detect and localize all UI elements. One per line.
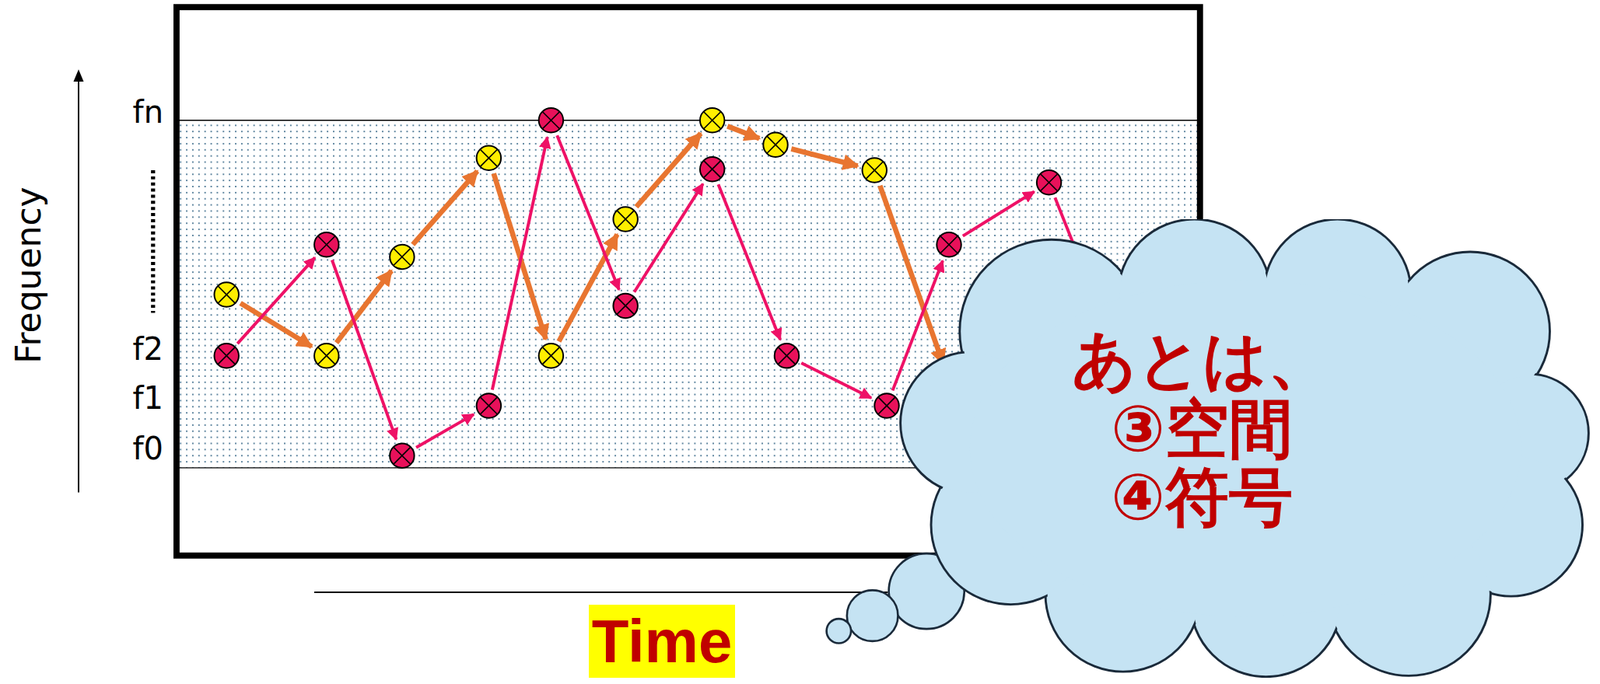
hop-arrow <box>717 184 781 340</box>
carrier-symbol <box>539 108 564 133</box>
frequency-tick: f1 <box>132 382 164 414</box>
hop-arrow <box>416 414 474 449</box>
hop-arrow <box>556 135 620 291</box>
axis-label: Time <box>588 605 736 679</box>
carrier-symbol <box>1036 170 1061 195</box>
carrier-symbol <box>389 245 414 270</box>
carrier-symbol <box>314 343 339 368</box>
hop-arrow <box>727 126 760 139</box>
carrier-symbol <box>476 393 501 418</box>
hop-arrow <box>801 363 872 399</box>
carrier-symbol <box>700 157 725 182</box>
carrier-symbol <box>874 393 899 418</box>
hop-arrow <box>558 234 617 343</box>
thought-cloud: あとは、 ③空間 ④符号 <box>898 219 1591 679</box>
hop-arrow <box>962 192 1035 237</box>
hop-arrow <box>240 303 312 347</box>
hop-arrow <box>332 260 397 441</box>
carrier-symbol <box>774 343 799 368</box>
hop-arrow <box>237 257 316 344</box>
carrier-symbol <box>612 294 638 319</box>
carrier-symbol <box>763 132 788 157</box>
carrier-symbol <box>862 157 887 183</box>
hop-arrow <box>336 270 393 344</box>
hop-arrow <box>879 185 943 365</box>
frequency-tick: f2 <box>132 333 164 365</box>
axis-label: Frequency <box>11 186 46 364</box>
frequency-tick: fn <box>133 96 164 128</box>
callout-text: あとは、 ③空間 ④符号 <box>1054 325 1348 533</box>
carrier-symbol <box>476 146 501 171</box>
carrier-symbol <box>612 206 638 232</box>
carrier-symbol <box>539 343 564 368</box>
hop-arrow <box>493 173 547 340</box>
carrier-symbol <box>700 108 725 133</box>
carrier-symbol <box>213 282 239 307</box>
carrier-symbol <box>213 343 239 368</box>
frequency-tick: f0 <box>132 433 164 465</box>
hop-arrow <box>413 171 478 246</box>
hop-arrow <box>636 133 701 208</box>
hop-arrow <box>633 184 703 293</box>
hop-arrow <box>791 148 858 166</box>
carrier-symbol <box>314 232 339 257</box>
carrier-symbol <box>936 232 961 257</box>
carrier-symbol <box>389 443 414 468</box>
